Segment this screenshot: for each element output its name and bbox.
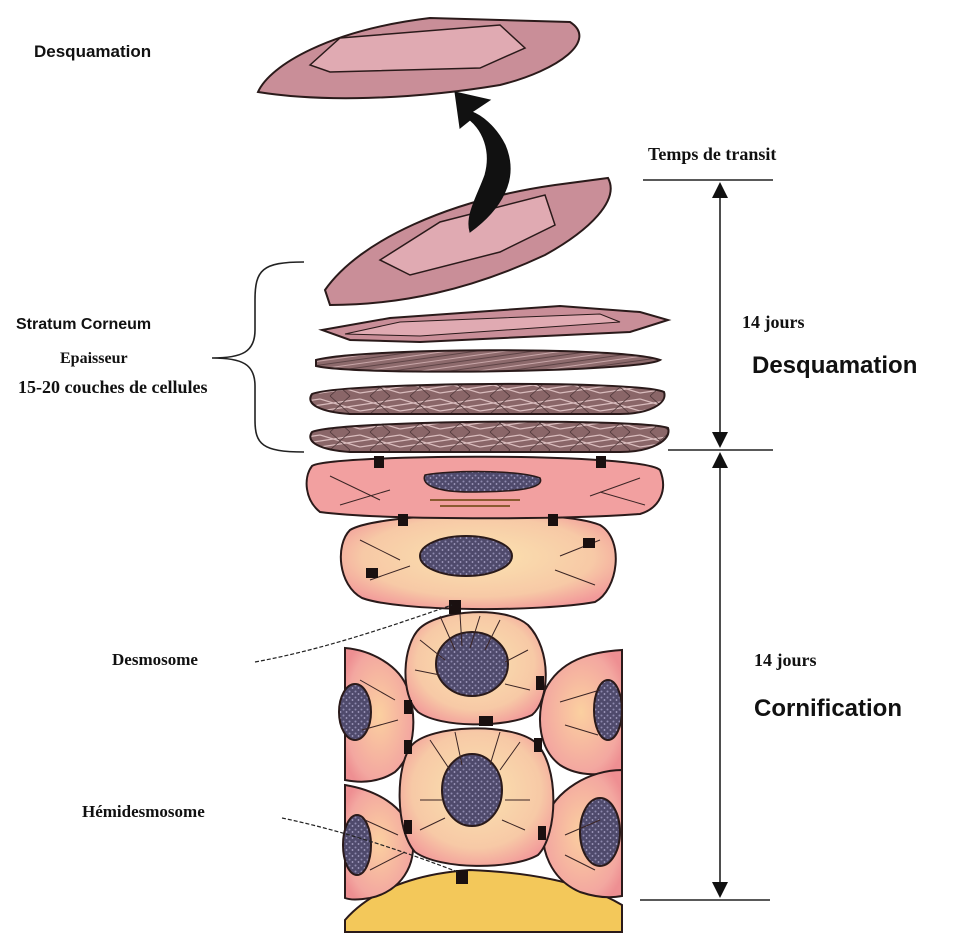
shed-corneocyte <box>258 18 579 98</box>
lower-days-label: 14 jours <box>754 650 817 671</box>
spinous-cells <box>400 612 554 866</box>
desmosome-label: Desmosome <box>112 650 198 670</box>
transit-scale <box>640 180 773 900</box>
cornification-phase-label: Cornification <box>754 695 902 723</box>
layers-count-label: 15-20 couches de cellules <box>18 374 218 400</box>
hemidesmosome-label: Hémidesmosome <box>82 802 205 822</box>
lifting-corneocyte <box>325 178 611 305</box>
transit-time-label: Temps de transit <box>648 144 776 165</box>
thickness-label: Epaisseur <box>60 350 128 368</box>
desquamation-phase-label: Desquamation <box>752 352 917 380</box>
corneocytes <box>310 306 668 452</box>
granular-cells <box>307 457 663 609</box>
stratum-corneum-brace <box>212 262 304 452</box>
upper-days-label: 14 jours <box>742 312 805 333</box>
top-desquamation-label: Desquamation <box>34 42 151 62</box>
stratum-corneum-label: Stratum Corneum <box>16 316 151 334</box>
